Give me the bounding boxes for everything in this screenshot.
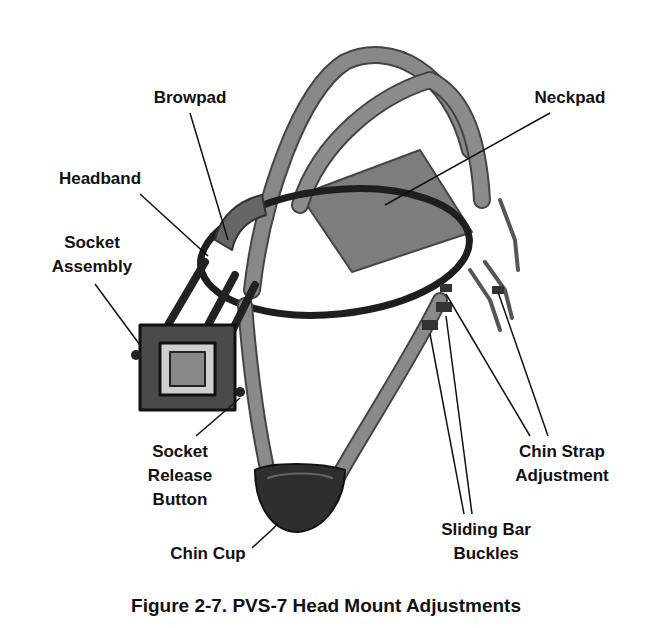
leader-line — [430, 334, 464, 514]
strap-end — [500, 200, 518, 270]
leader-lines — [95, 113, 550, 548]
leader-line — [95, 284, 140, 345]
part-label: Browpad — [154, 86, 227, 110]
figure-caption: Figure 2-7. PVS-7 Head Mount Adjustments — [131, 594, 521, 618]
buckle — [436, 302, 452, 312]
part-label: Chin Cup — [170, 542, 246, 566]
chin-cup — [268, 474, 332, 479]
socket-housing — [140, 325, 235, 410]
part-label: Headband — [59, 167, 141, 191]
top-strap — [300, 80, 482, 205]
buckle — [422, 320, 438, 330]
leader-line — [498, 292, 548, 436]
buckle — [440, 284, 452, 292]
chin-cup — [255, 464, 345, 532]
chin-strap — [245, 305, 270, 482]
part-label: Sliding Bar Buckles — [431, 518, 541, 566]
socket-opening — [170, 352, 205, 386]
part-label: Chin Strap Adjustment — [502, 440, 622, 488]
leader-line — [252, 524, 278, 548]
chin-strap — [335, 300, 440, 482]
part-label: Socket Release Button — [135, 440, 225, 512]
socket-knob — [131, 350, 141, 360]
chin-strap — [245, 305, 270, 482]
head-mount-drawing — [131, 55, 518, 532]
leader-line — [196, 398, 240, 436]
part-label: Neckpad — [535, 86, 606, 110]
strap-end — [485, 262, 512, 318]
leader-line — [190, 113, 228, 240]
leader-line — [140, 194, 208, 256]
top-strap — [300, 80, 482, 205]
part-label: Socket Assembly — [37, 231, 147, 279]
chin-strap — [335, 300, 440, 482]
leader-line — [385, 113, 550, 205]
socket-opening — [160, 343, 215, 395]
socket-release — [235, 387, 245, 397]
